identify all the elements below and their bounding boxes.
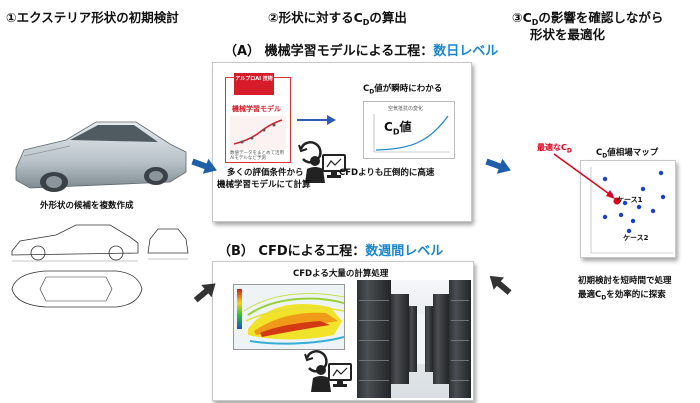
server-rack-left-3 (409, 306, 417, 372)
server-rack-right (449, 280, 471, 398)
car-3d-render (15, 121, 187, 192)
cfd-heavy-label: CFDよる大量の計算処理 (293, 269, 389, 279)
mini-chart-title: 空気抵抗の変化 (388, 106, 424, 112)
server-rack-left (357, 280, 391, 398)
right-arrow-icon (297, 115, 336, 125)
flow-arrow-to-ml (191, 158, 217, 174)
map-title: CD値相場マップ (596, 148, 659, 160)
server-rack-left-2 (391, 294, 409, 384)
cfd-flow-visual (234, 285, 344, 349)
ml-process-box: アルプロAI 技術 機械学習モデル 数値データをまとめて活用AIモデルなど予測 … (212, 62, 472, 222)
book-badge: アルプロAI 技術 (234, 73, 274, 95)
flow-arrow-from-cfd (489, 275, 512, 295)
server-room-image (357, 280, 471, 398)
server-rack-right-2 (433, 294, 449, 384)
flow-arrow-to-map (485, 158, 511, 174)
book-title: 機械学習モデル (232, 105, 281, 113)
cd-map-box: ケース1 ケース2 (580, 160, 676, 258)
case2-label: ケース2 (623, 234, 649, 242)
computer-user-icon (304, 350, 352, 392)
mini-chart-plot (373, 114, 450, 153)
step2-title: ②形状に対するCDの算出 (268, 10, 407, 27)
many-conditions-line1: 多くの評価条件から (227, 168, 304, 178)
optimal-pointer-arrow (553, 153, 615, 199)
many-conditions-line2: 機械学習モデルにて計算 (217, 180, 311, 190)
cfd-process-box: CFDよる大量の計算処理 (212, 261, 474, 401)
step3-title-line2: 形状を最適化 (530, 27, 606, 42)
cd-value-label: CD値 (384, 120, 412, 137)
computer-user-icon (298, 141, 346, 183)
section-b-title: （B） CFDによる工程：数週間レベル (218, 244, 444, 259)
step1-title: ①エクステリア形状の初期検討 (6, 10, 179, 25)
cd-mini-chart: 空気抵抗の変化 CD値 (363, 101, 455, 159)
book-graph-icon (230, 116, 286, 150)
optimal-cd-label: 最適なCD (537, 143, 572, 155)
cd-instant-label: CD値が瞬時にわかる (363, 84, 443, 96)
flow-arrow-to-cfd (193, 283, 216, 303)
faster-label: CFDよりも圧倒的に高速 (339, 168, 435, 178)
car-blueprint-drawings (11, 224, 189, 308)
server-rack-right-3 (425, 306, 433, 372)
bottom-note-line2: 最適CDを効率的に探索 (578, 290, 666, 302)
bottom-note-line1: 初期検討を短時間で処理 (578, 276, 672, 286)
ml-book-icon: アルプロAI 技術 機械学習モデル 数値データをまとめて活用AIモデルなど予測 (225, 73, 291, 163)
case1-label: ケース1 (617, 196, 643, 204)
left-caption: 外形状の候補を複数作成 (40, 201, 134, 211)
book-caption: 数値データをまとめて活用AIモデルなど予測 (230, 151, 284, 161)
cfd-simulation-image (233, 284, 345, 350)
section-a-title: （A） 機械学習モデルによる工程：数日レベル (224, 44, 499, 59)
step3-title: ③CDの影響を確認しながら (512, 10, 664, 27)
